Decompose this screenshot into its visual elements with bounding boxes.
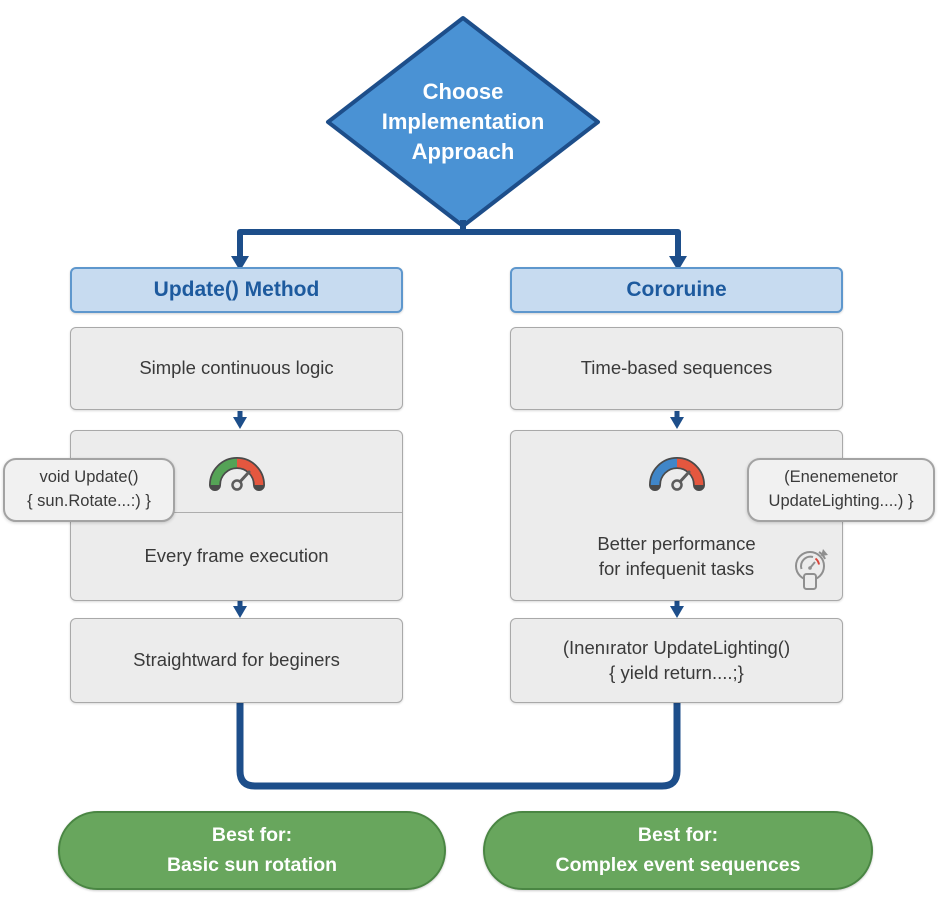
update-step-beginners: Straightward for beginers bbox=[70, 618, 403, 703]
coroutine-step-better-performance: Better performance for infequenit tasks bbox=[511, 513, 842, 600]
branch-header-coroutine-label: Cororuine bbox=[626, 278, 727, 301]
update-performance-section bbox=[71, 431, 402, 513]
update-step-simple-logic: Simple continuous logic bbox=[70, 327, 403, 410]
coroutine-performance-section bbox=[511, 431, 842, 513]
update-step-every-frame: Every frame execution bbox=[71, 513, 402, 600]
best-for-pill-update: Best for: Basic sun rotation bbox=[58, 811, 446, 890]
coroutine-code-callout: (Enenemenetor UpdateLighting....) } bbox=[747, 458, 935, 522]
coroutine-step-better-performance-label: Better performance for infequenit tasks bbox=[597, 532, 756, 579]
coroutine-step-yield-code-label: (Inenırator UpdateLighting() { yield ret… bbox=[562, 636, 791, 683]
speedometer-blue-red-icon bbox=[648, 457, 705, 491]
branch-header-update-method: Update() Method bbox=[70, 267, 403, 313]
update-code-callout: void Update() { sun.Rotate...:) } bbox=[3, 458, 175, 522]
coroutine-step-time-based: Time-based sequences bbox=[510, 327, 843, 410]
best-for-pill-coroutine: Best for: Complex event sequences bbox=[483, 811, 873, 890]
update-step-beginners-label: Straightward for beginers bbox=[133, 649, 340, 671]
coroutine-step-time-based-label: Time-based sequences bbox=[580, 357, 773, 379]
branch-header-update-method-label: Update() Method bbox=[153, 278, 320, 301]
coroutine-step-yield-code: (Inenırator UpdateLighting() { yield ret… bbox=[510, 618, 843, 703]
decision-diamond-label: Choose Implementation Approach bbox=[381, 79, 545, 164]
branch-header-coroutine: Cororuine bbox=[510, 267, 843, 313]
update-step-every-frame-label: Every frame execution bbox=[144, 545, 329, 567]
rotation-timer-icon bbox=[795, 549, 828, 590]
speedometer-green-red-icon bbox=[208, 456, 265, 491]
update-step-simple-logic-label: Simple continuous logic bbox=[139, 357, 334, 379]
